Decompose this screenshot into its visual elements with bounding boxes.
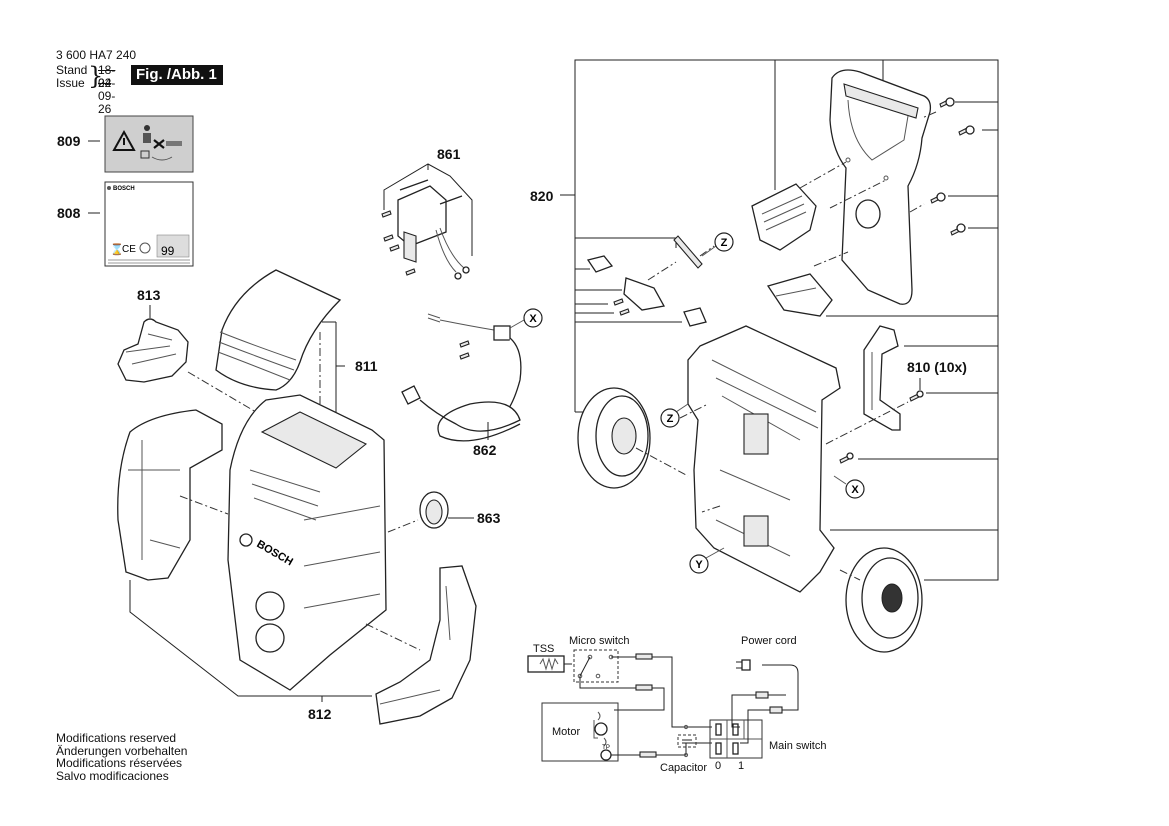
ce-mark-icon: CE xyxy=(122,244,136,255)
plate-brand: BOSCH xyxy=(113,186,135,192)
main-switch-label: Main switch xyxy=(769,740,827,752)
warning-triangle-icon xyxy=(112,129,136,151)
part-label-808: 808 xyxy=(57,205,81,221)
plug-icon xyxy=(741,659,751,671)
brace-icon: } xyxy=(88,62,104,90)
wiring-diagram: TP xyxy=(527,649,799,762)
dates: 18-04 22-09-26 xyxy=(98,63,116,116)
part-label-861: 861 xyxy=(437,146,461,162)
svg-text:X: X xyxy=(851,484,859,496)
no-water-icon xyxy=(139,242,151,254)
part-label-862: 862 xyxy=(473,442,497,458)
side-clip xyxy=(825,325,924,464)
knob-863 xyxy=(419,491,474,529)
sound-level-value: 99 xyxy=(161,244,175,258)
figure-label: Fig. /Abb. 1 xyxy=(131,65,223,85)
part-label-810: 810 (10x) xyxy=(907,359,967,375)
footer-line: Änderungen vorbehalten xyxy=(56,743,188,758)
stand-label: Stand xyxy=(56,63,88,77)
part-label-813: 813 xyxy=(137,287,161,303)
part-label-811: 811 xyxy=(355,358,378,374)
stand-issue-block: Stand Issue } 18-04 22-09-26 xyxy=(56,63,115,116)
housing-812: BOSCH xyxy=(117,394,477,725)
warning-label-809 xyxy=(88,115,194,173)
motor-label: Motor xyxy=(552,726,581,738)
part-label-812: 812 xyxy=(308,706,332,722)
stand-date-struck: 18-04 xyxy=(98,63,116,90)
frame-set-bracket-820 xyxy=(560,59,999,581)
micro-switch-label: Micro switch xyxy=(569,635,630,647)
footer-line: Modifications reserved xyxy=(56,731,177,745)
capacitor-box xyxy=(677,734,697,748)
footer-line: Modifications réservées xyxy=(56,756,183,770)
footer-line: Salvo modificaciones xyxy=(56,768,169,783)
issue-date: 22-09-26 xyxy=(98,76,116,116)
hose-holder-813 xyxy=(117,305,257,413)
svg-text:Z: Z xyxy=(667,413,674,425)
part-label-820: 820 xyxy=(530,188,554,204)
weee-bin-icon: ⌛ xyxy=(110,243,124,256)
screws-top xyxy=(930,97,975,236)
modifications-notice: Modifications reserved Änderungen vorbeh… xyxy=(56,732,187,782)
power-cord-label: Power cord xyxy=(741,635,797,647)
thermal-protector-icon xyxy=(600,749,612,761)
hose-clamps xyxy=(751,183,833,317)
document-number: 3 600 HA7 240 xyxy=(56,48,137,62)
motor-icon xyxy=(594,722,608,736)
motor-switch-861 xyxy=(381,163,473,280)
ref-y-frame: Y xyxy=(689,547,725,574)
top-cover-811 xyxy=(215,269,345,430)
svg-text:TP: TP xyxy=(602,745,610,751)
svg-text:X: X xyxy=(529,313,537,325)
issue-label: Issue xyxy=(56,76,85,90)
switch-position-0: 0 xyxy=(715,760,722,772)
bosch-logo-icon xyxy=(239,533,253,547)
ref-x-cord: X xyxy=(523,308,543,328)
micro-switch-box xyxy=(573,649,619,683)
svg-text:Y: Y xyxy=(695,559,703,571)
handle xyxy=(799,69,937,305)
ref-z-top: Z xyxy=(701,232,734,257)
prohibited-x-icon xyxy=(153,139,165,149)
motor-box xyxy=(541,702,619,762)
type-plate-label-808: BOSCH ⌛ CE 99 xyxy=(88,181,194,267)
tss-label: TSS xyxy=(533,643,555,655)
part-label-809: 809 xyxy=(57,133,81,149)
power-cord-862 xyxy=(401,313,525,442)
part-label-863: 863 xyxy=(477,510,501,526)
ref-z-frame: Z xyxy=(660,403,689,428)
wheel-left xyxy=(577,387,689,489)
wheel-right xyxy=(839,547,923,653)
trigger-parts xyxy=(586,235,715,327)
main-frame xyxy=(679,325,841,593)
ref-x-frame: X xyxy=(833,475,865,499)
capacitor-label: Capacitor xyxy=(660,762,708,774)
switch-position-1: 1 xyxy=(738,760,745,772)
svg-text:Z: Z xyxy=(721,237,728,249)
